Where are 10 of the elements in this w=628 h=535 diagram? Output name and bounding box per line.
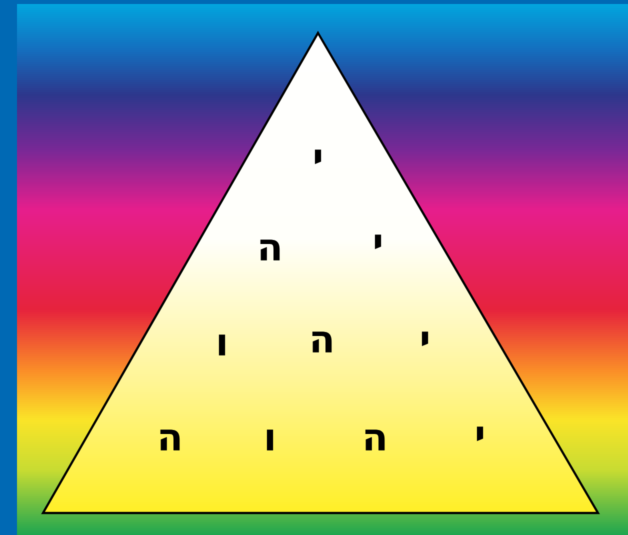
hebrew-letter: ו <box>266 430 274 450</box>
hebrew-letter: י <box>476 426 484 442</box>
hebrew-letter: ה <box>160 430 180 450</box>
hebrew-letter: י <box>314 150 322 164</box>
hebrew-letter: ה <box>260 240 280 260</box>
hebrew-letter: י <box>374 234 382 250</box>
hebrew-letter: ה <box>365 430 385 450</box>
hebrew-letter: ה <box>312 332 332 352</box>
hebrew-letter: ו <box>218 334 226 356</box>
hebrew-letter: י <box>422 332 428 346</box>
